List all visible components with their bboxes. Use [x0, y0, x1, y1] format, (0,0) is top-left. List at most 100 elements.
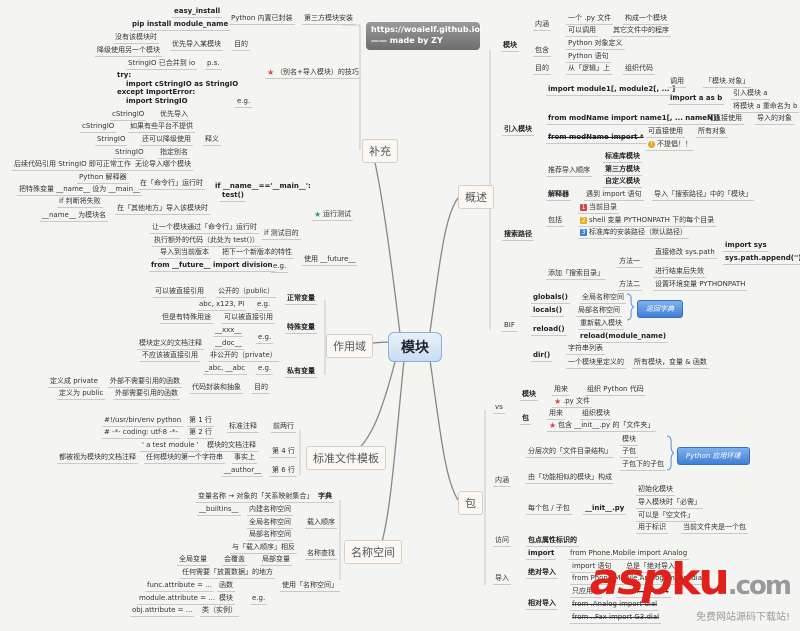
node[interactable]: if 判断将失败 [57, 197, 103, 208]
node[interactable]: 使用 __future__ [302, 255, 358, 266]
node[interactable]: 自定义模块 [603, 177, 642, 188]
node[interactable]: __init__.py [583, 504, 627, 515]
node[interactable]: 执行额外的代码（此处为 test()） [152, 236, 262, 247]
node[interactable]: cStringIO [80, 122, 117, 133]
node[interactable]: 局部名称空间 [576, 306, 622, 317]
node[interactable]: 外部需要引用的函数 [113, 389, 180, 400]
node[interactable]: 定义成 private [48, 377, 100, 388]
node[interactable]: e.g. [250, 594, 268, 605]
node[interactable]: 可以被直接引用 [153, 287, 206, 298]
node[interactable]: 包括 [546, 216, 564, 227]
node[interactable]: 模块 [620, 435, 638, 446]
node[interactable]: StringIO 已合并到 io [126, 59, 198, 70]
node[interactable]: 第 4 行 [270, 447, 297, 458]
node[interactable]: reload(module_name) [578, 332, 669, 343]
node[interactable]: 非公开的（private） [208, 351, 279, 362]
node[interactable]: dir() [531, 351, 553, 362]
node[interactable]: 字典 [316, 492, 334, 503]
node[interactable]: 当前文件夹是一个包 [681, 523, 748, 534]
node[interactable]: from Phone.Mobile.Analog import dial [570, 574, 706, 585]
node[interactable]: 搜索路径 [502, 230, 534, 241]
node[interactable]: 可以被直接引用 [222, 313, 275, 324]
node[interactable]: 可以调用 [566, 26, 598, 37]
node[interactable]: #!/usr/bin/env python [102, 416, 184, 427]
node[interactable]: 任何模块的第一个字符串 [144, 453, 225, 464]
node[interactable]: 可以是「空文件」 [636, 511, 696, 522]
node[interactable]: 无论导入哪个模块 [133, 160, 193, 171]
node[interactable]: 解释器 [546, 190, 571, 201]
node[interactable]: BIF [502, 321, 517, 332]
node[interactable]: 内涵 [533, 20, 551, 31]
node[interactable]: import [526, 549, 557, 560]
node[interactable]: 只应用于 [570, 587, 602, 598]
node[interactable]: 特殊变量 [285, 323, 317, 334]
node[interactable]: 目的 [533, 64, 551, 75]
node[interactable]: e.g. [255, 300, 273, 311]
node[interactable]: ★.py 文件 [552, 397, 593, 408]
node[interactable]: 任何需要「放置数据」的地方 [180, 568, 275, 579]
node[interactable]: 都被视为模块的文档注释 [57, 453, 138, 464]
node[interactable]: 模块 [217, 594, 235, 605]
node[interactable]: 优先导入 [158, 110, 190, 121]
node[interactable]: 组织 Python 代码 [585, 385, 646, 396]
node[interactable]: import 语句 [570, 562, 614, 573]
branch-overview[interactable]: 概述 [458, 185, 494, 209]
node[interactable]: 局部变量 [260, 555, 292, 566]
node[interactable]: 从「逻辑」上 [566, 64, 612, 75]
node[interactable]: 由「功能相似的模块」构成 [526, 473, 614, 484]
node[interactable]: 内建名称空间 [247, 505, 293, 516]
node[interactable]: 优先导入某模块 [170, 40, 223, 51]
node[interactable]: 相对导入 [526, 599, 558, 610]
node[interactable]: 与「载入顺序」相反 [230, 543, 297, 554]
node[interactable]: Python 内置已封装 [229, 14, 295, 25]
node[interactable]: pip install module_name [130, 20, 231, 31]
node[interactable]: 前两行 [271, 422, 296, 433]
author-url[interactable]: https://woaielf.github.io/ [371, 25, 483, 34]
node[interactable]: 局部名称空间 [247, 530, 293, 541]
node[interactable]: 用于标识 [636, 523, 668, 534]
node[interactable]: e.g. [235, 97, 253, 108]
node[interactable]: 后续代码引用 StringIO 即可正常工作 [12, 160, 133, 171]
node[interactable]: 引入模块 a [731, 89, 770, 100]
node[interactable]: 名称查找 [305, 549, 337, 560]
node[interactable]: 定义为 public [57, 389, 106, 400]
node[interactable]: 将模块 a 重命名为 b [731, 102, 800, 113]
node[interactable]: _abc, __abc [203, 364, 248, 375]
node[interactable]: 字符串列表 [566, 344, 605, 355]
node[interactable]: 正常变量 [285, 294, 317, 305]
node[interactable]: 进行结束后失效 [653, 267, 706, 278]
node[interactable]: __name__ 为模块名 [40, 211, 109, 222]
node[interactable]: 函数 [217, 581, 235, 592]
node[interactable]: if __name__=='__main__': [213, 182, 313, 192]
node[interactable]: 包 [520, 414, 531, 425]
node[interactable]: 子包 [620, 447, 638, 458]
node[interactable]: 遇到 import 语句 [584, 190, 644, 201]
node[interactable]: 变量名称 → 对象的「关系映射集合」 [196, 492, 316, 503]
node[interactable]: locals() [531, 306, 565, 317]
node[interactable]: 但是有特殊用途 [160, 313, 213, 324]
node[interactable]: obj.attribute = ... [130, 606, 195, 617]
node[interactable]: 每个包 / 子包 [526, 504, 572, 515]
node[interactable]: 在「其他地方」导入该模块时 [115, 204, 210, 215]
node[interactable]: 私有变量 [285, 367, 317, 378]
node[interactable]: 释义 [203, 135, 221, 146]
node[interactable]: 第 6 行 [270, 466, 297, 477]
node[interactable]: Python 解释器 [77, 173, 129, 184]
node[interactable]: __doc__ [213, 339, 244, 350]
node[interactable]: 标准注释 [227, 422, 259, 433]
node[interactable]: 全局名称空间 [580, 293, 626, 304]
node[interactable]: from .Analog import dial [570, 600, 660, 611]
node[interactable]: import cStringIO as StringIO [124, 80, 240, 90]
node[interactable]: 模块 [501, 41, 519, 52]
node[interactable]: 导入到当前版本 [158, 248, 211, 259]
node[interactable]: 把特殊变量 __name__ 设为 __main__ [17, 185, 143, 196]
node[interactable]: func.attribute = ... [145, 581, 214, 592]
node[interactable]: 导入的对象 [755, 114, 794, 125]
node[interactable]: __builtins__ [197, 505, 241, 516]
node[interactable]: 会覆盖 [222, 555, 247, 566]
node[interactable]: vs [493, 403, 505, 414]
node[interactable]: 子包下的子包 [620, 460, 666, 471]
node[interactable]: ★（别名+导入模块）的技巧 [265, 68, 361, 79]
